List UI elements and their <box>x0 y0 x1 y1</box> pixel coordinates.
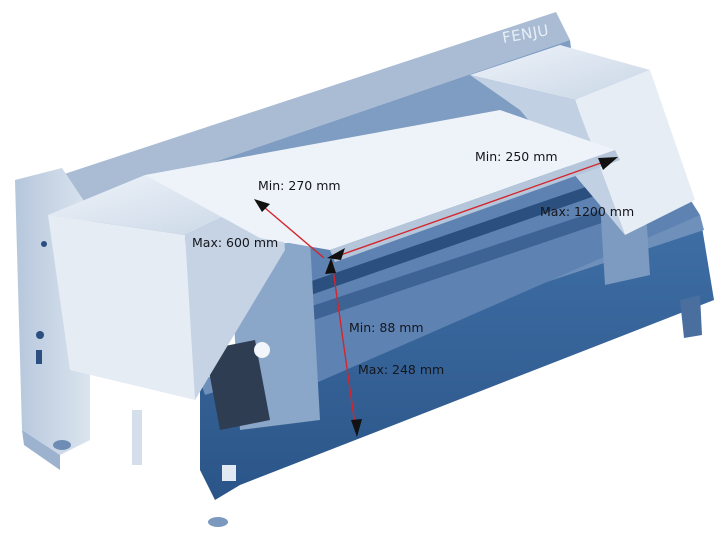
arrow-heads <box>254 157 618 437</box>
base-foot-left <box>208 517 228 527</box>
left-cover-side <box>185 190 285 400</box>
min-depth-label: Min: 270 mm <box>258 178 341 193</box>
dimension-arrows <box>257 157 616 433</box>
height-arrow-head-top <box>325 258 336 274</box>
base-foot-right <box>680 295 702 338</box>
height-arrow <box>331 261 357 433</box>
depth-arrow <box>257 201 325 259</box>
right-cover-front <box>575 70 695 235</box>
max-width-label: Max: 1200 mm <box>540 204 635 219</box>
left-foot <box>53 440 71 450</box>
base-frame <box>200 215 714 500</box>
max-height-label: Max: 248 mm <box>358 362 445 377</box>
width-arrow-head-right <box>598 157 618 170</box>
feed-table <box>145 110 615 250</box>
height-arrow-head-bottom <box>351 419 362 437</box>
motor-knob <box>254 342 270 358</box>
left-motor <box>205 340 270 430</box>
left-end-plate-edge <box>22 430 60 470</box>
left-plate-hole-1 <box>41 241 47 247</box>
base-label <box>222 465 236 481</box>
feed-table-shadow <box>330 150 620 262</box>
min-width-label: Min: 250 mm <box>475 149 558 164</box>
bolt <box>132 410 142 465</box>
max-depth-label: Max: 600 mm <box>192 235 279 250</box>
back-frame <box>40 12 570 215</box>
roller-1 <box>300 165 655 297</box>
roller-2 <box>300 190 664 323</box>
width-arrow-head-left <box>327 248 345 260</box>
right-cover-top <box>470 45 650 100</box>
left-plate-slot <box>36 350 42 364</box>
width-arrow <box>331 157 616 259</box>
min-height-label: Min: 88 mm <box>349 320 424 335</box>
depth-arrow-head <box>254 199 270 212</box>
left-plate-hole-2 <box>36 331 44 339</box>
left-cover-front <box>48 215 195 400</box>
